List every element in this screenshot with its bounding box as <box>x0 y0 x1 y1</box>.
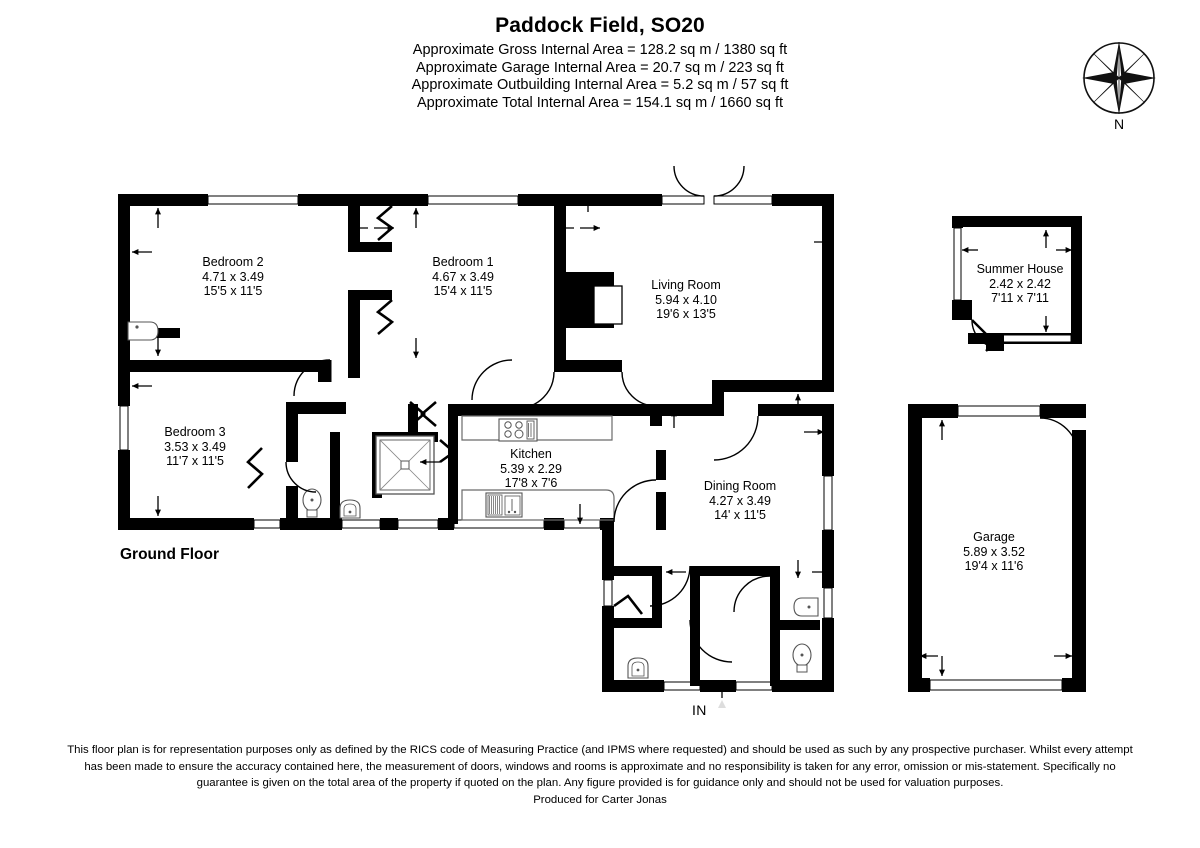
room-metric-dims: 2.42 x 2.42 <box>989 276 1051 291</box>
total-internal-area-line: Approximate Total Internal Area = 154.1 … <box>416 94 784 111</box>
floorplan-drawing <box>118 165 1086 708</box>
room-label-living-room: Living Room 5.94 x 4.10 19'6 x 13'5 <box>630 278 742 322</box>
room-imperial-dims: 17'8 x 7'6 <box>504 476 558 491</box>
room-metric-dims: 5.89 x 3.52 <box>963 544 1025 559</box>
room-label-dining-room: Dining Room 4.27 x 3.49 14' x 11'5 <box>684 479 796 523</box>
footer-disclaimer: This floor plan is for representation pu… <box>60 742 1140 808</box>
room-name: Dining Room <box>703 479 777 493</box>
room-metric-dims: 5.94 x 4.10 <box>655 292 717 307</box>
entrance-arrow <box>718 700 726 708</box>
entrance-in-label: IN <box>692 702 707 718</box>
room-imperial-dims: 11'7 x 11'5 <box>166 454 224 469</box>
hob-icon <box>498 418 538 442</box>
room-label-garage: Garage 5.89 x 3.52 19'4 x 11'6 <box>938 530 1050 574</box>
room-name: Summer House <box>976 262 1064 276</box>
room-name: Garage <box>973 530 1015 544</box>
dimension-arrows <box>132 194 834 698</box>
room-name: Bedroom 1 <box>432 255 494 269</box>
main-house <box>118 165 834 698</box>
page-title: Paddock Field, SO20 <box>495 14 705 37</box>
basin-bedroom2-icon <box>127 321 159 341</box>
room-metric-dims: 4.71 x 3.49 <box>202 269 264 284</box>
garage-internal-area-line: Approximate Garage Internal Area = 20.7 … <box>416 59 784 76</box>
room-metric-dims: 5.39 x 2.29 <box>500 461 562 476</box>
room-imperial-dims: 15'5 x 11'5 <box>203 284 263 299</box>
room-imperial-dims: 7'11 x 7'11 <box>991 291 1049 306</box>
door-swings <box>246 165 771 663</box>
disclaimer-text: This floor plan is for representation pu… <box>67 744 1133 790</box>
room-name: Living Room <box>651 278 721 292</box>
room-imperial-dims: 19'4 x 11'6 <box>964 559 1024 574</box>
basin-ensuite-icon <box>793 597 819 617</box>
wc-ensuite-icon <box>792 643 812 673</box>
produced-for-text: Produced for Carter Jonas <box>533 793 667 806</box>
basin-hall-icon <box>339 499 361 519</box>
room-name: Kitchen <box>510 447 552 461</box>
plan-header: Paddock Field, SO20 Approximate Gross In… <box>0 0 1200 112</box>
shower-tray-icon <box>375 435 435 495</box>
kitchen-fittings <box>461 415 615 521</box>
exterior-walls <box>118 194 834 692</box>
compass-north-label: N <box>1113 116 1125 132</box>
garage <box>908 404 1086 692</box>
kitchen-sink-icon <box>485 492 523 518</box>
room-label-bedroom-3: Bedroom 3 3.53 x 3.49 11'7 x 11'5 <box>140 425 250 469</box>
compass-icon <box>1082 41 1156 115</box>
room-label-kitchen: Kitchen 5.39 x 2.29 17'8 x 7'6 <box>478 447 584 491</box>
gross-internal-area-line: Approximate Gross Internal Area = 128.2 … <box>412 42 788 58</box>
outbuilding-internal-area-line: Approximate Outbuilding Internal Area = … <box>411 77 789 93</box>
room-name: Bedroom 2 <box>202 255 264 269</box>
fireplace <box>566 272 623 328</box>
room-metric-dims: 4.67 x 3.49 <box>432 269 494 284</box>
room-name: Bedroom 3 <box>164 425 226 439</box>
wc-hall-icon <box>302 488 322 518</box>
room-metric-dims: 3.53 x 3.49 <box>164 439 226 454</box>
room-imperial-dims: 15'4 x 11'5 <box>433 284 493 299</box>
room-label-summer-house: Summer House 2.42 x 2.42 7'11 x 7'11 <box>958 262 1082 306</box>
compass-rose: N <box>1078 38 1160 136</box>
room-imperial-dims: 19'6 x 13'5 <box>656 307 716 322</box>
ground-floor-label: Ground Floor <box>120 546 220 563</box>
room-label-bedroom-2: Bedroom 2 4.71 x 3.49 15'5 x 11'5 <box>178 255 288 299</box>
basin-utility-icon <box>627 657 649 679</box>
room-label-bedroom-1: Bedroom 1 4.67 x 3.49 15'4 x 11'5 <box>408 255 518 299</box>
room-imperial-dims: 14' x 11'5 <box>714 508 766 523</box>
room-metric-dims: 4.27 x 3.49 <box>709 493 771 508</box>
summer-house <box>952 216 1082 352</box>
